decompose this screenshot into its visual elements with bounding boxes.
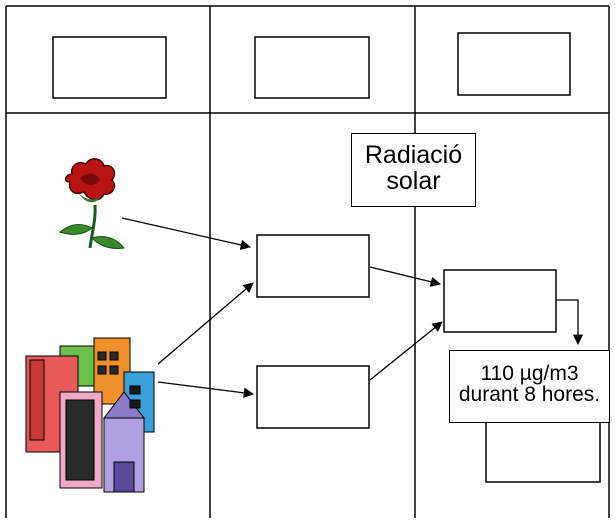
header-box-1: [52, 36, 167, 99]
solar-radiation-line1: Radiació: [364, 141, 463, 169]
arrow-box2-to-reaction: [369, 321, 443, 381]
table-grid: [5, 5, 610, 518]
concentration-line2: durant 8 hores.: [458, 383, 601, 406]
precursor-box-2: [256, 365, 370, 429]
concentration-label: 110 µg/m3 durant 8 hores.: [449, 350, 610, 423]
precursor-box-1: [256, 234, 370, 298]
reaction-box: [443, 269, 557, 333]
arrow-rose-to-box1: [121, 217, 252, 251]
city-buildings-icon: [25, 337, 155, 493]
concentration-line1: 110 µg/m3: [480, 362, 579, 385]
header-box-3: [457, 32, 571, 96]
arrows: [121, 217, 584, 398]
header-box-2: [254, 36, 370, 99]
arrow-box1-to-reaction: [369, 266, 442, 287]
arrow-reaction-to-concentration: [556, 299, 584, 346]
arrow-city-to-box2: [157, 381, 255, 398]
solar-radiation-label: Radiació solar: [351, 133, 476, 207]
result-box: [485, 417, 601, 483]
rose-icon: [58, 158, 125, 249]
solar-radiation-line2: solar: [386, 167, 441, 196]
arrow-city-to-box1: [157, 282, 254, 365]
